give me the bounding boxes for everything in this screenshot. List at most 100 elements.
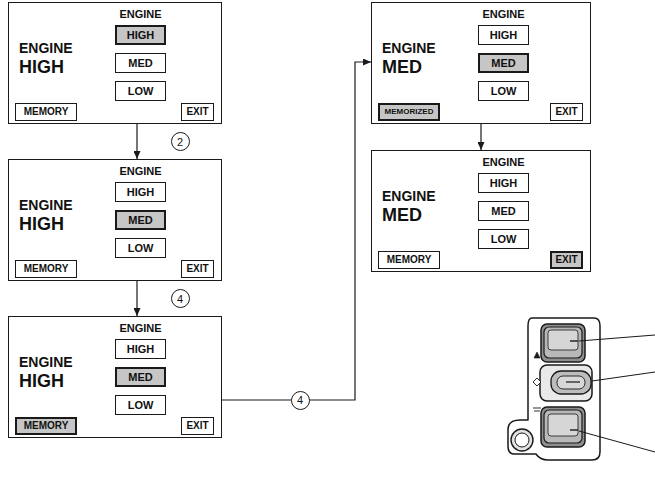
menu-button: LOW — [115, 81, 166, 101]
mode-caption: ENGINE — [382, 188, 436, 204]
menu-button: LOW — [478, 229, 529, 249]
mode-caption: ENGINE — [19, 354, 73, 370]
step-number: 2 — [177, 136, 183, 148]
menu-button: LOW — [115, 395, 166, 415]
button-label: MED — [128, 214, 152, 227]
menu-button: MED — [115, 53, 166, 73]
button-label: LOW — [128, 399, 154, 412]
rocker-switch — [551, 371, 591, 394]
button-label: MED — [128, 371, 152, 384]
display-screen: ENGINEENGINEMEDHIGHMEDLOWMEMORYEXIT — [371, 150, 591, 272]
step-number: 4 — [297, 394, 303, 406]
round-button — [511, 429, 533, 451]
button-label: MEMORY — [24, 420, 69, 432]
screen-title: ENGINE — [473, 8, 534, 21]
switch-housing — [508, 318, 600, 460]
button-label: EXIT — [186, 263, 208, 275]
menu-button: LOW — [478, 81, 529, 101]
button-label: EXIT — [186, 106, 208, 118]
menu-button: MEMORIZED — [378, 103, 440, 121]
screen-title: ENGINE — [110, 165, 171, 178]
button-label: LOW — [491, 85, 517, 98]
mode-caption: ENGINE — [19, 197, 73, 213]
button-label: HIGH — [490, 29, 518, 42]
mode-caption: ENGINE — [382, 40, 436, 56]
menu-button: EXIT — [181, 260, 214, 278]
mode-symbol — [533, 378, 541, 386]
button-label: LOW — [128, 242, 154, 255]
button-label: MED — [491, 57, 515, 70]
lower-button-face — [548, 414, 578, 436]
menu-button: HIGH — [115, 182, 166, 202]
menu-button: EXIT — [550, 103, 583, 121]
menu-button: MED — [115, 367, 166, 387]
leader-line — [579, 335, 655, 341]
menu-button: LOW — [115, 238, 166, 258]
upper-button — [544, 327, 582, 358]
button-label: MEMORY — [24, 263, 69, 275]
button-label: EXIT — [555, 106, 577, 118]
screen-title: ENGINE — [110, 322, 171, 335]
button-label: MED — [491, 205, 515, 218]
button-label: LOW — [128, 85, 154, 98]
menu-button: HIGH — [478, 173, 529, 193]
button-label: HIGH — [127, 29, 155, 42]
menu-button: HIGH — [478, 25, 529, 45]
lower-button-mark — [570, 429, 578, 430]
step-circle: 4 — [291, 391, 310, 410]
mode-value: HIGH — [19, 370, 64, 392]
rocker-mark — [566, 381, 580, 382]
menu-button: MEMORY — [378, 251, 440, 269]
menu-button: MEMORY — [15, 103, 77, 121]
menu-button: EXIT — [181, 103, 214, 121]
menu-button: EXIT — [181, 417, 214, 435]
rocker-face — [557, 376, 585, 389]
button-label: MEMORIZED — [385, 107, 434, 117]
step-number: 4 — [177, 293, 183, 305]
up-symbol — [534, 352, 540, 358]
display-screen: ENGINEENGINEHIGHHIGHMEDLOWMEMORYEXIT — [8, 159, 222, 281]
button-label: HIGH — [127, 343, 155, 356]
mode-value: HIGH — [19, 213, 64, 235]
menu-button: MED — [478, 201, 529, 221]
flow-arrow — [136, 124, 137, 159]
screen-title: ENGINE — [473, 156, 534, 169]
button-label: MED — [128, 57, 152, 70]
rocker-frame — [540, 365, 592, 401]
upper-button-mark — [570, 340, 578, 341]
flow-arrow — [136, 281, 137, 316]
button-label: HIGH — [127, 186, 155, 199]
menu-button: EXIT — [550, 251, 583, 269]
mode-caption: ENGINE — [19, 40, 73, 56]
leader-line — [579, 431, 655, 452]
leader-lines — [579, 335, 655, 452]
leader-line — [592, 372, 655, 381]
button-label: MEMORY — [387, 254, 432, 266]
mode-value: MED — [382, 204, 422, 226]
down-symbol — [533, 408, 541, 411]
button-label: MEMORY — [24, 106, 69, 118]
menu-button: MEMORY — [15, 417, 77, 435]
step-circle: 2 — [171, 132, 190, 151]
display-screen: ENGINEENGINEHIGHHIGHMEDLOWMEMORYEXIT — [8, 316, 222, 438]
menu-button: MED — [478, 53, 529, 73]
upper-button-frame — [541, 324, 585, 362]
mode-value: HIGH — [19, 56, 64, 78]
flow-arrow — [222, 62, 371, 400]
lower-button — [544, 410, 582, 443]
button-label: LOW — [491, 233, 517, 246]
step-circle: 4 — [171, 289, 190, 308]
mode-value: MED — [382, 56, 422, 78]
button-label: EXIT — [555, 254, 577, 266]
button-label: HIGH — [490, 177, 518, 190]
upper-button-face — [548, 330, 578, 350]
menu-button: HIGH — [115, 25, 166, 45]
flow-arrow — [480, 124, 481, 150]
menu-button: MED — [115, 210, 166, 230]
button-label: EXIT — [186, 420, 208, 432]
display-screen: ENGINEENGINEHIGHHIGHMEDLOWMEMORYEXIT — [8, 2, 222, 124]
menu-button: HIGH — [115, 339, 166, 359]
handlebar-switch — [508, 318, 600, 460]
